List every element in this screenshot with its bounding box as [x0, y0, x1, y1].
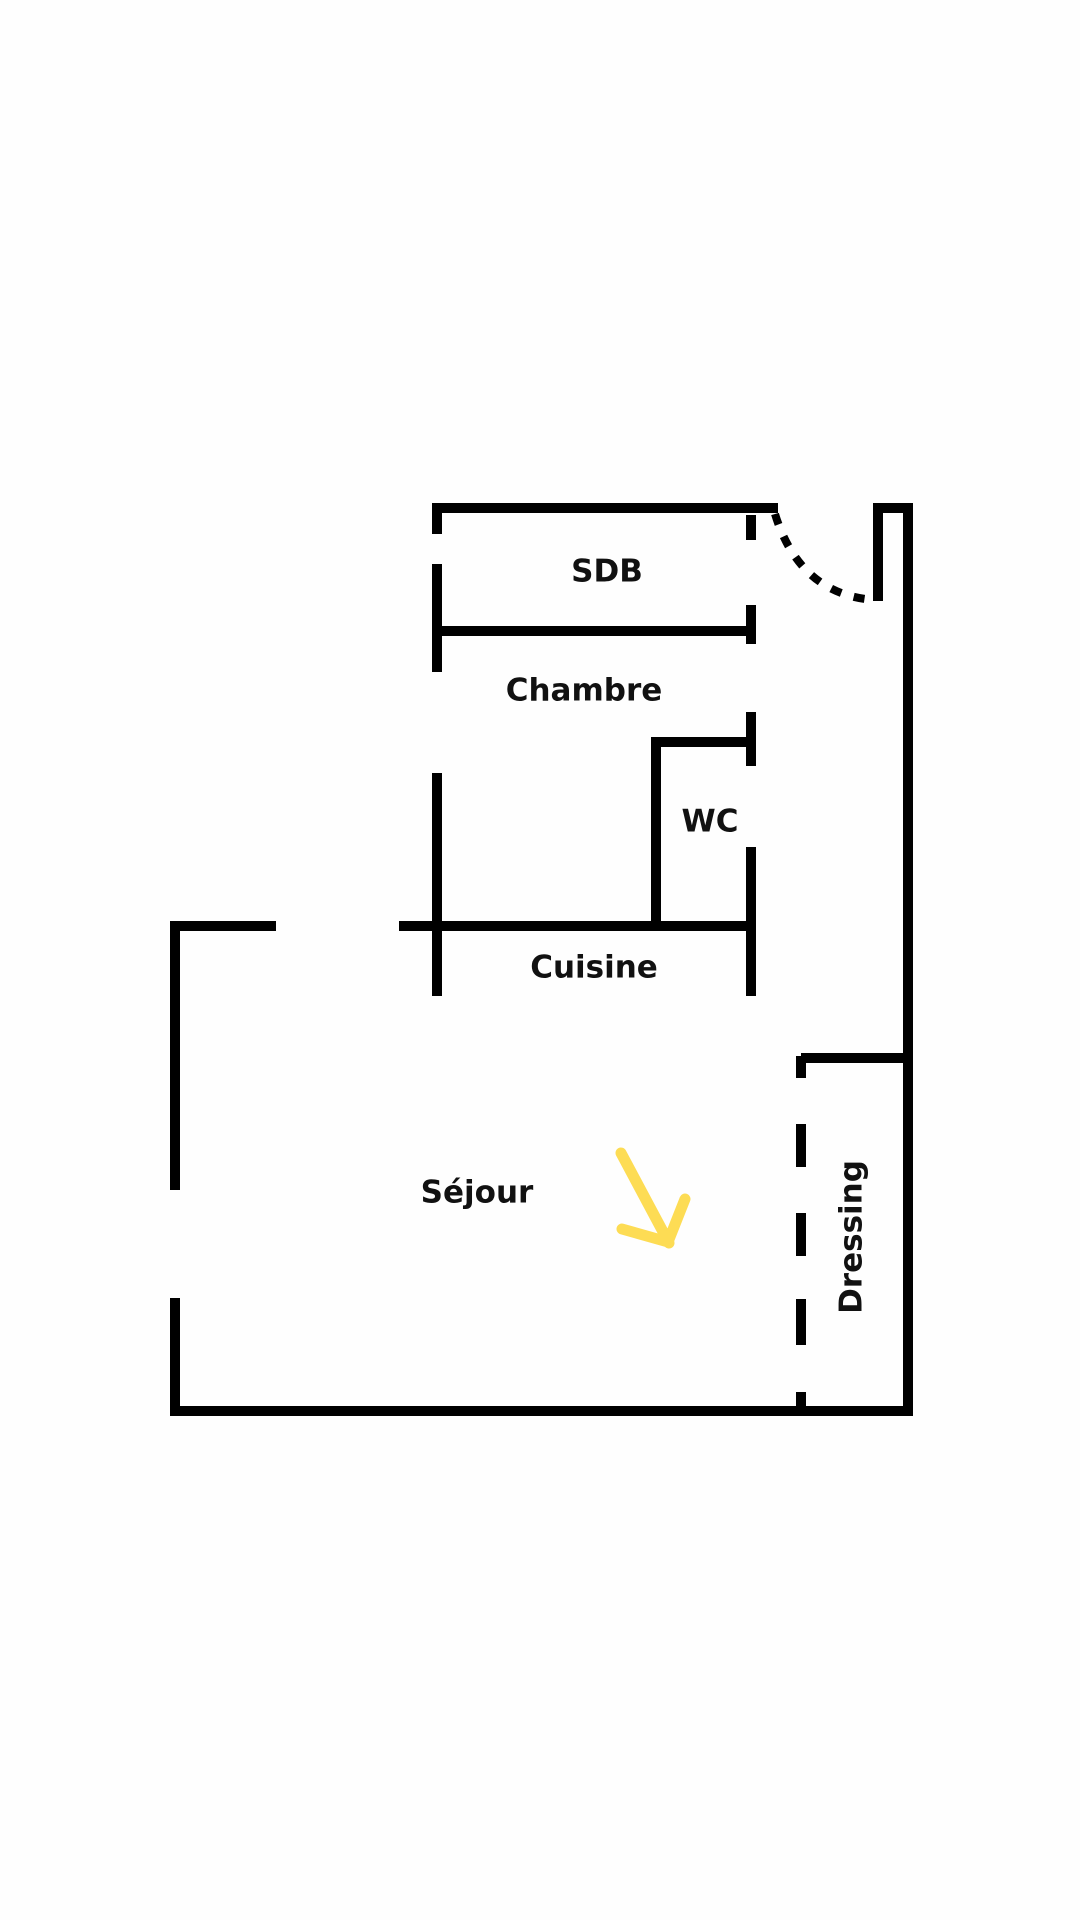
room-label-wc: WC	[682, 804, 739, 840]
direction-arrow-icon	[615, 1147, 691, 1249]
room-label-cuisine: Cuisine	[530, 950, 658, 986]
room-label-chambre: Chambre	[506, 673, 663, 709]
wall-outer-right	[873, 503, 913, 1416]
door-swing-arc	[771, 512, 876, 604]
room-label-sejour: Séjour	[421, 1175, 534, 1211]
room-label-sdb: SDB	[571, 554, 643, 590]
room-label-dressing: Dressing	[834, 1160, 870, 1314]
wall-outer-left-top	[170, 921, 276, 1190]
